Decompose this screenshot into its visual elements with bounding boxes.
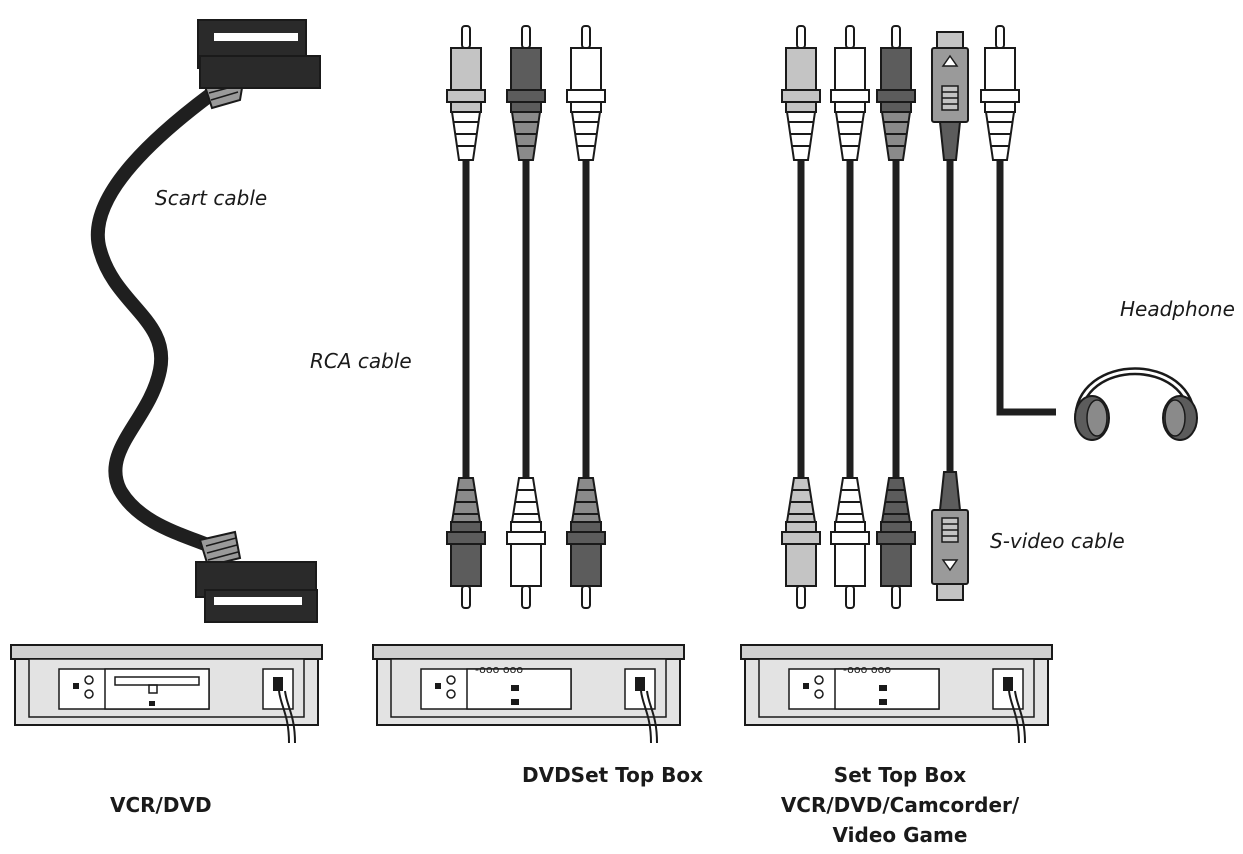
headphone-jack-icon (980, 25, 1020, 161)
headphone-wire (996, 160, 1056, 416)
svg-text:-ooo ooo: -ooo ooo (843, 663, 891, 676)
rca-plug-icon (446, 477, 486, 609)
rca-cable-label: RCA cable (310, 349, 412, 373)
device-label-set-top-box: VCR/DVD/Camcorder/ (781, 793, 1020, 817)
device-label-set-top-box: Set Top Box (834, 763, 966, 787)
rca-plug-icon (830, 477, 870, 609)
rca-plug-icon (876, 477, 916, 609)
rca-plug-icon (566, 477, 606, 609)
rca-cable-group (446, 25, 606, 609)
svg-text:-ooo ooo: -ooo ooo (475, 663, 523, 676)
rca-plug-icon (781, 477, 821, 609)
av-cable-group (781, 25, 1198, 609)
scart-cable-wire (91, 88, 222, 555)
headphone-icon (1074, 367, 1198, 441)
device-label-set-top-box: Video Game (833, 823, 968, 847)
scart-cable (91, 19, 321, 623)
device-label-dvd-set-top-box: DVDSet Top Box (522, 763, 703, 787)
device-label-vcr-dvd: VCR/DVD (110, 793, 212, 817)
rca-plug-icon (506, 477, 546, 609)
s-video-cable-label: S-video cable (990, 529, 1125, 553)
rca-plug-icon (876, 25, 916, 161)
s-video-plug-bottom-icon (931, 471, 969, 601)
rca-plug-icon (566, 25, 606, 161)
device-box-icon (10, 644, 323, 744)
scart-cable-label: Scart cable (155, 186, 267, 210)
rca-plug-icon (446, 25, 486, 161)
scart-plug-top-icon (197, 19, 321, 110)
rca-plug-icon (830, 25, 870, 161)
rca-plug-icon (506, 25, 546, 161)
scart-plug-bottom-icon (195, 530, 318, 623)
device-box-icon: -ooo ooo (740, 644, 1053, 744)
headphone-label: Headphone (1120, 297, 1235, 321)
rca-plug-icon (781, 25, 821, 161)
device-box-icon: -ooo ooo (372, 644, 685, 744)
s-video-plug-top-icon (931, 31, 969, 161)
